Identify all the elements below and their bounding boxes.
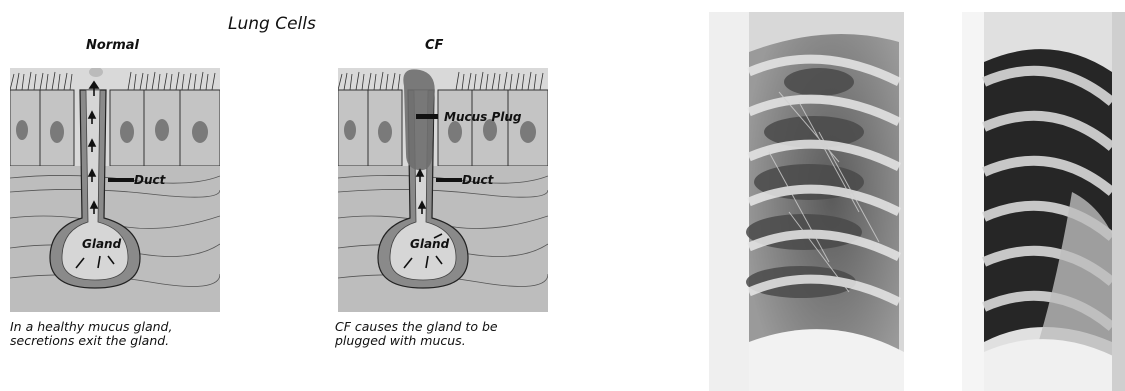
cf-mucus-plug-label: Mucus Plug xyxy=(444,110,522,124)
cf-gland-label: Gland xyxy=(410,237,450,251)
mucus-plug-pointer xyxy=(416,114,438,119)
diagram-title: Lung Cells xyxy=(228,14,316,34)
normal-caption-line-2: secretions exit the gland. xyxy=(10,334,172,348)
normal-caption-line-1: In a healthy mucus gland, xyxy=(10,320,172,334)
cf-lung-cell-illustration: Mucus Plug Duct Gland xyxy=(338,68,548,312)
duct-pointer xyxy=(108,178,134,182)
duct-pointer xyxy=(436,178,462,182)
cf-caption-line-1: CF causes the gland to be xyxy=(335,320,498,334)
chest-xray-cf xyxy=(709,12,904,391)
epithelial-cells xyxy=(10,90,220,166)
normal-lung-cell-illustration: Duct Gland xyxy=(10,68,220,312)
normal-duct-label: Duct xyxy=(134,173,167,187)
normal-gland-label: Gland xyxy=(82,237,122,251)
cf-caption-line-2: plugged with mucus. xyxy=(335,334,498,348)
cf-duct-label: Duct xyxy=(462,173,495,187)
chest-xray-normal xyxy=(962,12,1125,391)
cf-heading: CF xyxy=(425,38,443,53)
epithelial-cells xyxy=(338,90,548,166)
normal-heading: Normal xyxy=(86,38,139,53)
mucus-plug xyxy=(403,69,434,170)
normal-caption: In a healthy mucus gland, secretions exi… xyxy=(10,320,172,348)
cf-caption: CF causes the gland to be plugged with m… xyxy=(335,320,498,348)
